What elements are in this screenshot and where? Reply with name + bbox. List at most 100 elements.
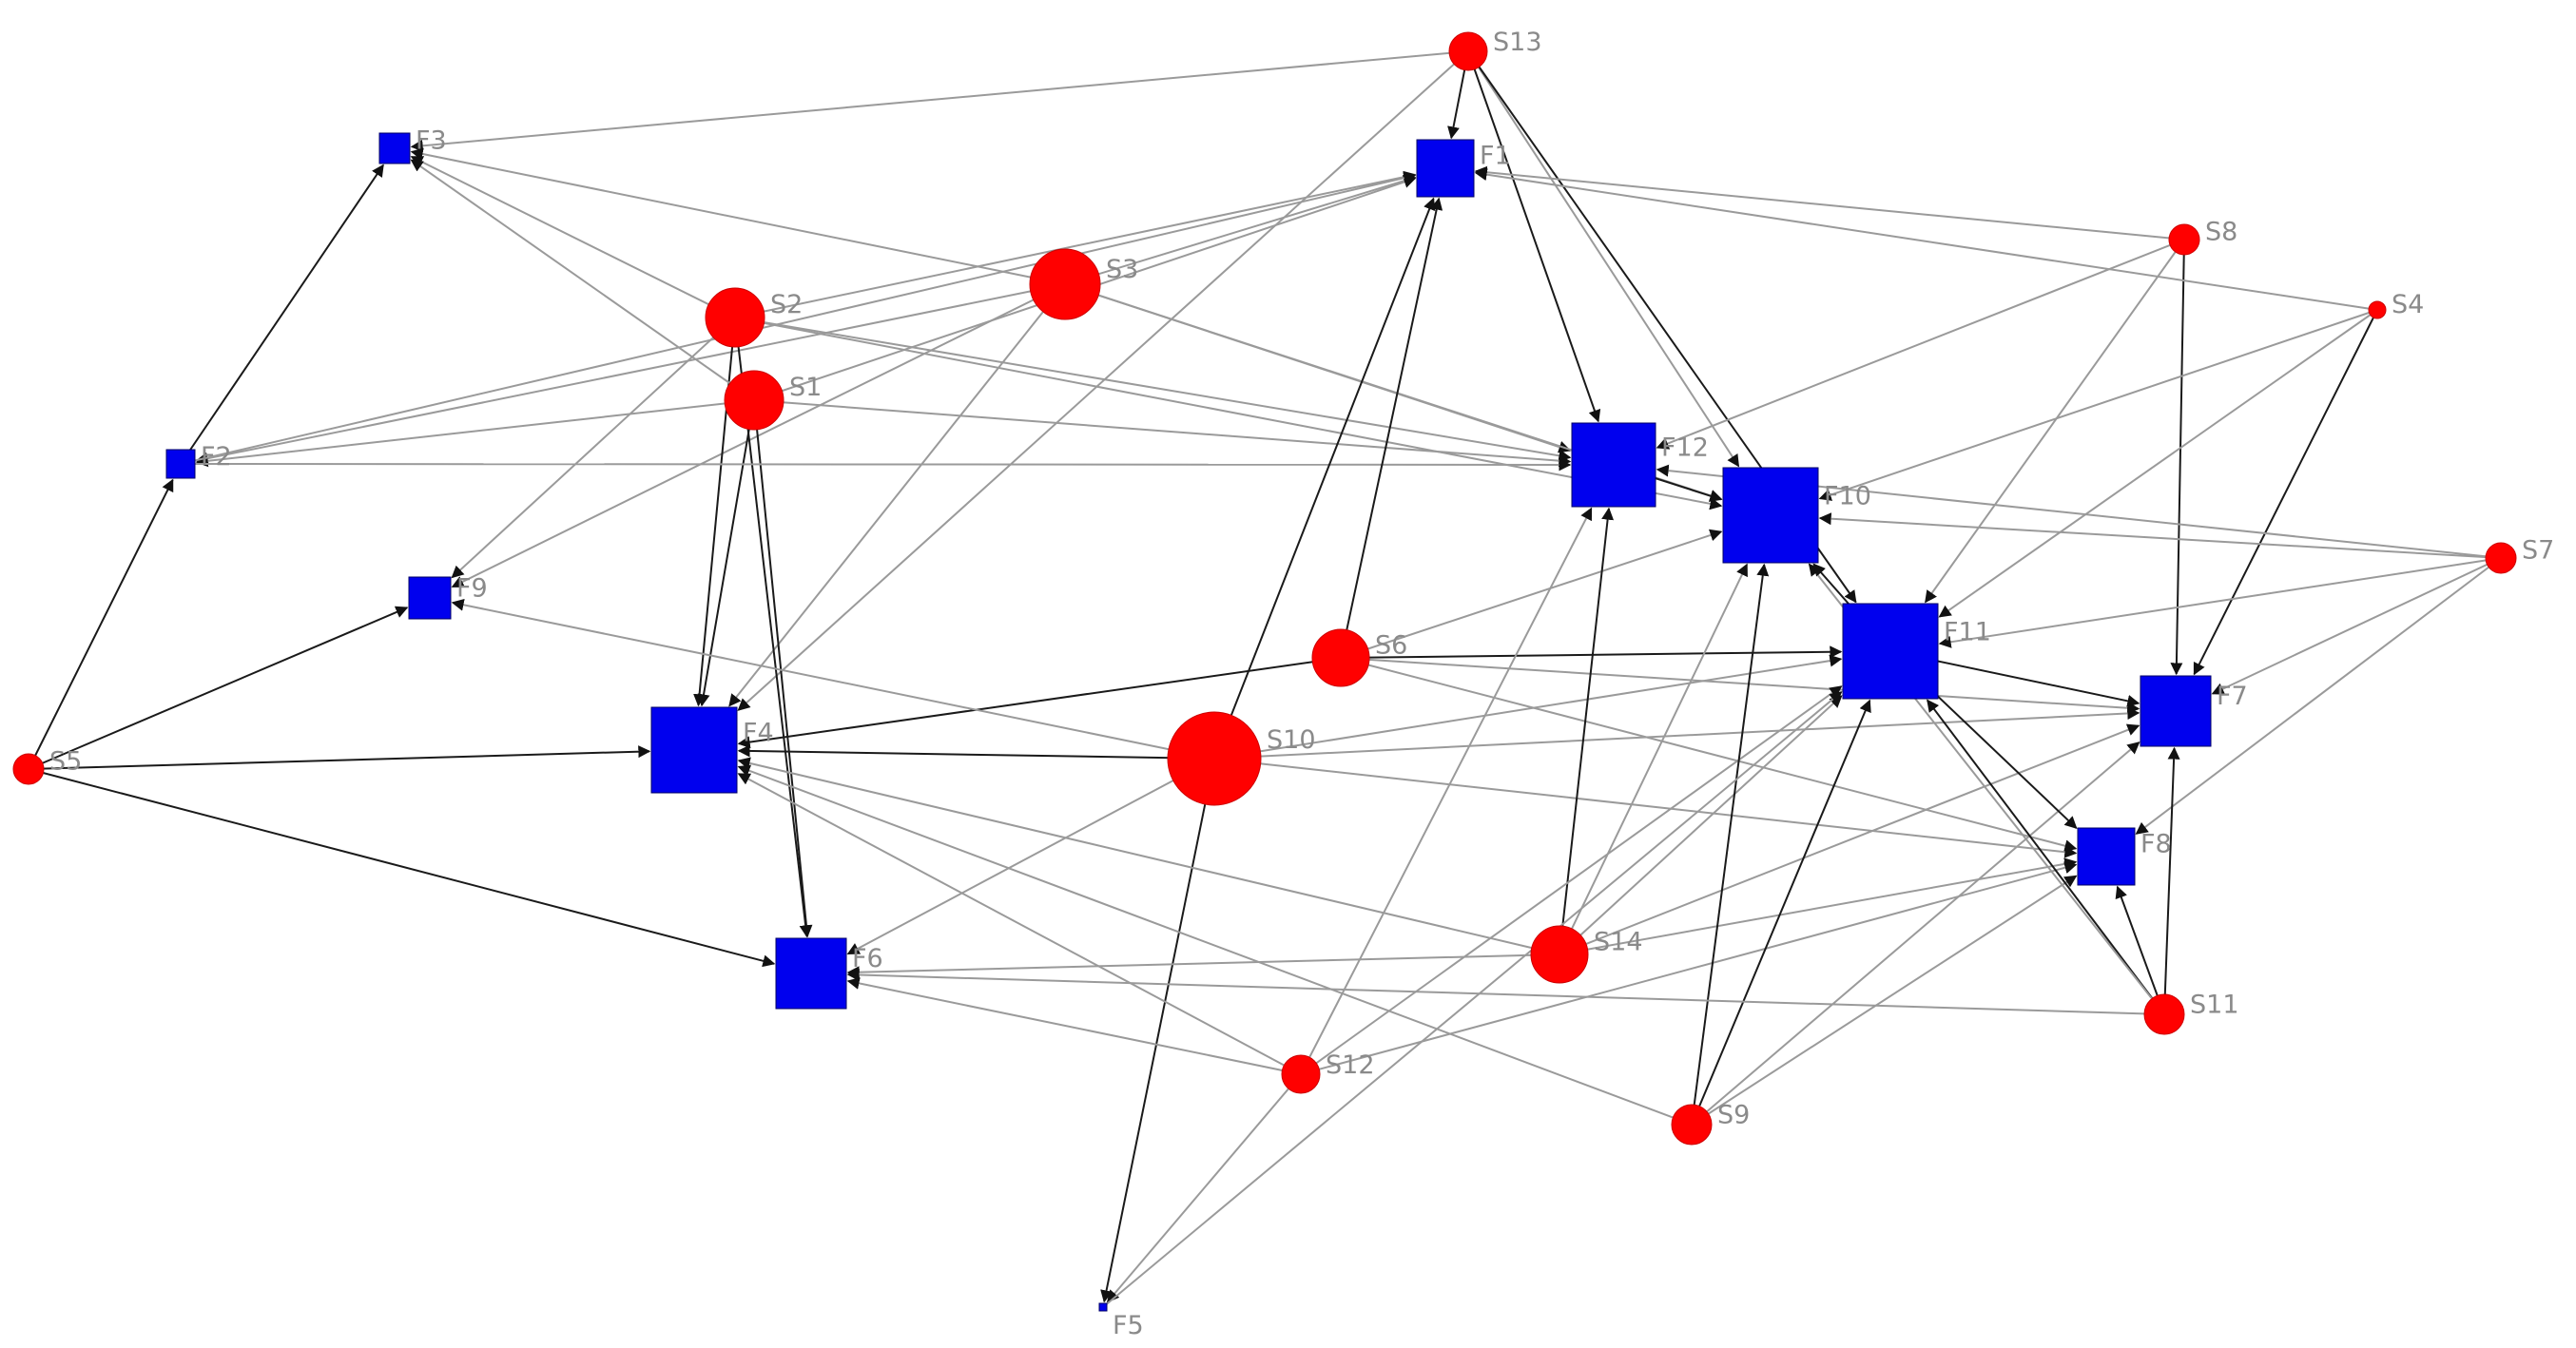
edge-s14-to-f6 [846,953,1560,979]
edge-s14-to-f4 [737,757,1560,955]
node-s6[interactable] [1311,628,1370,687]
edge-f2-to-f1 [180,171,1417,465]
edge-s10-to-f4 [737,744,1215,760]
label-s14: S14 [1594,928,1643,957]
edge-s8-to-f12 [1656,239,2185,450]
edge-s10-to-f8 [1213,758,2078,858]
edges-layer [28,50,2502,1308]
edge-s3-to-f4 [728,283,1066,707]
node-s12[interactable] [1281,1054,1321,1094]
label-f11: F11 [1944,618,1991,647]
edge-s9-to-f4 [737,764,1693,1126]
edge-s10-to-f1 [1213,197,1436,760]
node-f10[interactable] [1722,467,1819,564]
label-f3: F3 [416,125,447,155]
label-f8: F8 [2140,830,2172,859]
node-f11[interactable] [1842,603,1939,700]
edge-s6-to-f11 [1340,645,1843,659]
edge-s11-to-f7 [2163,746,2180,1015]
edge-s13-to-f12 [1467,50,1601,423]
edge-s8-to-f11 [1925,239,2185,604]
edge-s14-to-f11 [1559,695,1843,955]
edge-s3-to-f1 [1064,174,1417,285]
node-s8[interactable] [2168,223,2200,256]
edge-s7-to-f11 [1938,557,2502,648]
node-f12[interactable] [1571,422,1656,508]
edge-s12-to-f11 [1300,685,1843,1075]
node-s13[interactable] [1448,31,1488,71]
edge-s2-to-f4 [693,317,736,707]
edge-f2-to-f12 [180,458,1572,472]
edge-s12-to-f8 [1300,861,2078,1075]
node-f7[interactable] [2140,675,2212,747]
label-s5: S5 [49,746,82,776]
edge-s5-to-f2 [28,478,174,770]
edge-s2-to-f1 [734,170,1417,318]
label-s9: S9 [1717,1101,1750,1130]
edge-s8-to-f7 [2170,239,2185,676]
node-f9[interactable] [408,576,452,620]
node-s3[interactable] [1029,248,1101,320]
edge-s6-to-f10 [1340,529,1723,659]
label-s13: S13 [1493,28,1542,57]
node-s14[interactable] [1530,925,1589,984]
edge-s4-to-f7 [2193,309,2378,676]
label-s1: S1 [789,373,822,402]
edge-s12-to-f4 [737,773,1302,1075]
edge-s3-to-f2 [195,283,1066,465]
label-f6: F6 [852,944,883,973]
edge-s14-to-f7 [1559,723,2140,955]
edge-s14-to-f8 [1559,857,2078,955]
edge-s12-to-f6 [846,977,1302,1075]
edge-s9-to-f8 [1691,875,2078,1126]
edge-s7-to-f10 [1818,512,2502,559]
node-s5[interactable] [12,753,45,785]
edge-s5-to-f6 [28,768,776,968]
edge-s2-to-f3 [410,155,736,318]
node-s1[interactable] [724,370,784,431]
edge-s7-to-f7 [2211,557,2502,695]
node-s4[interactable] [2368,300,2387,319]
label-f1: F1 [1480,142,1511,171]
node-s11[interactable] [2143,993,2185,1035]
label-s3: S3 [1106,255,1138,284]
edge-s1-to-f6 [753,399,813,938]
edge-s10-to-f5 [1100,758,1215,1303]
edge-s11-to-f8 [2115,885,2165,1015]
node-f3[interactable] [378,132,411,164]
edge-s11-to-f11 [1927,699,2165,1015]
node-f4[interactable] [650,706,738,794]
edge-s9-to-f7 [1691,741,2140,1126]
edge-s14-to-f12 [1559,507,1615,955]
edge-s6-to-f7 [1340,657,2140,715]
label-f9: F9 [456,573,488,603]
edge-s4-to-f10 [1818,309,2378,501]
node-f1[interactable] [1416,139,1475,198]
node-f2[interactable] [165,449,196,479]
edge-s12-to-f5 [1106,1073,1302,1303]
edge-s13-to-f10 [1467,50,1740,468]
edge-s12-to-f12 [1300,507,1593,1075]
edge-s7-to-f8 [2135,557,2502,835]
edge-s6-to-f4 [737,657,1342,749]
edge-s10-to-f6 [846,758,1215,955]
edge-s5-to-f4 [28,745,651,770]
node-f6[interactable] [775,937,847,1010]
label-s8: S8 [2205,217,2237,246]
label-f5: F5 [1113,1311,1144,1340]
node-f8[interactable] [2077,827,2136,886]
node-s2[interactable] [705,287,765,348]
label-s11: S11 [2190,991,2239,1020]
node-s10[interactable] [1167,711,1262,806]
label-s10: S10 [1267,725,1316,755]
label-f2: F2 [201,442,232,472]
edge-s13-to-f3 [410,50,1469,152]
label-f7: F7 [2217,682,2248,711]
label-f12: F12 [1661,433,1709,463]
edge-s1-to-f2 [195,399,755,468]
node-f5[interactable] [1098,1302,1108,1312]
edge-s4-to-f1 [1474,168,2378,311]
node-s7[interactable] [2485,542,2517,574]
node-s9[interactable] [1671,1104,1713,1146]
edge-s5-to-f9 [28,606,409,770]
